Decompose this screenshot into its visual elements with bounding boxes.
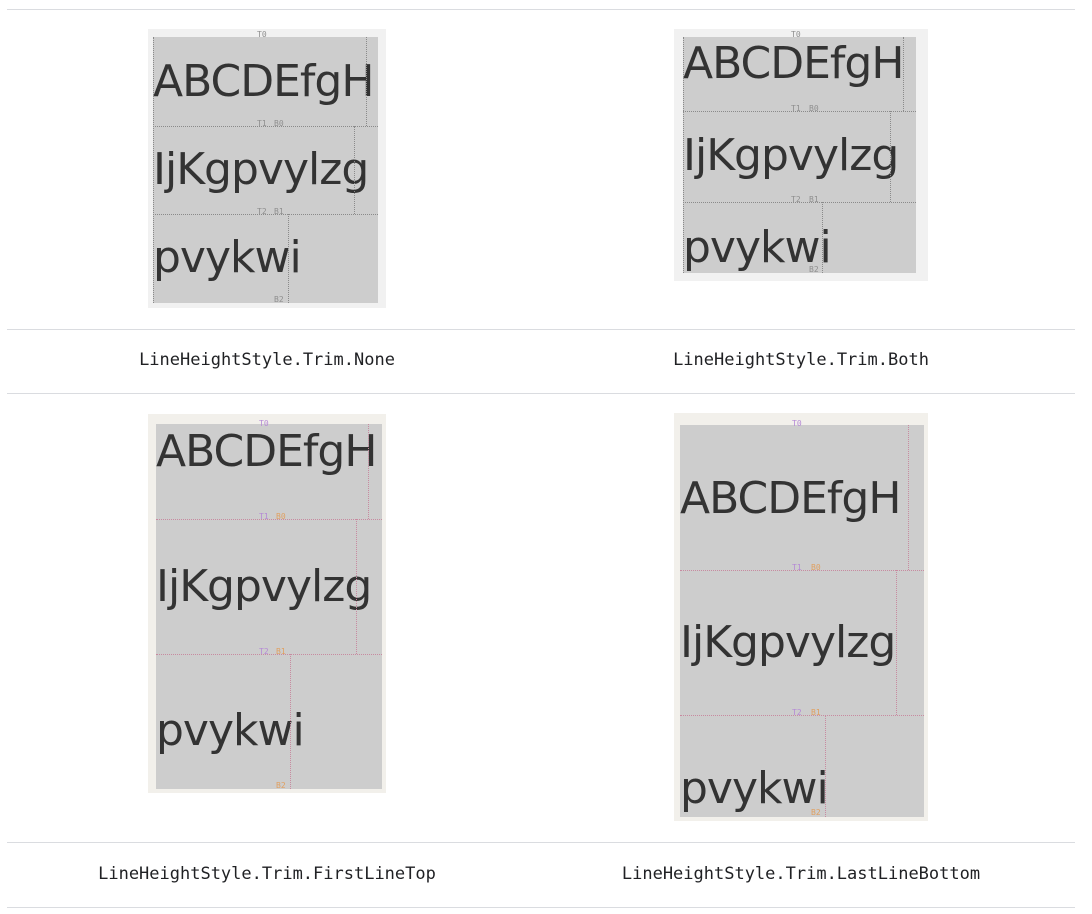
marker-t0: T0 <box>259 419 269 428</box>
line-3-end-guide <box>822 202 823 273</box>
marker-b0: B0 <box>274 119 284 128</box>
marker-t2: T2 <box>791 195 801 204</box>
baseline-guide-2 <box>680 715 924 716</box>
marker-t2: T2 <box>792 708 802 717</box>
marker-t1: T1 <box>259 512 269 521</box>
marker-t0: T0 <box>257 30 267 39</box>
row2-divider <box>7 842 1075 843</box>
line-2-end-guide <box>356 519 357 654</box>
marker-b0: B0 <box>276 512 286 521</box>
marker-b2: B2 <box>811 808 821 817</box>
baseline-guide-1 <box>156 519 382 520</box>
line-2-end-guide <box>354 126 355 214</box>
line-1-end-guide <box>903 37 904 111</box>
line-2-text: IjKgpvylzg <box>153 144 369 195</box>
line-1-end-guide <box>908 425 909 570</box>
marker-t0: T0 <box>792 419 802 428</box>
line-1-text: ABCDEfgH <box>680 473 901 524</box>
text-block: ABCDEfgH IjKgpvylzg pvykwi T0 T1 B0 T2 B… <box>156 420 382 790</box>
line-2-end-guide <box>896 570 897 715</box>
figure-trim-both: ABCDEfgH IjKgpvylzg pvykwi T0 T1 B0 T2 B… <box>674 29 928 281</box>
baseline-guide-1 <box>153 126 378 127</box>
marker-b0: B0 <box>809 104 819 113</box>
left-edge-guide <box>153 37 154 303</box>
table-bottom-rule <box>7 907 1075 908</box>
baseline-guide-1 <box>680 570 924 571</box>
marker-b1: B1 <box>809 195 819 204</box>
line-2-text: IjKgpvylzg <box>680 617 896 668</box>
line-2-text: IjKgpvylzg <box>683 130 899 181</box>
marker-t2: T2 <box>257 207 267 216</box>
text-block: ABCDEfgH IjKgpvylzg pvykwi T0 T1 B0 T2 B… <box>680 420 924 817</box>
marker-b2: B2 <box>276 781 286 790</box>
line-1-end-guide <box>366 37 367 126</box>
line-3-text: pvykwi <box>683 222 832 273</box>
line-3-end-guide <box>825 715 826 817</box>
baseline-guide-1 <box>683 111 916 112</box>
marker-t1: T1 <box>257 119 267 128</box>
line-1-text: ABCDEfgH <box>156 426 377 477</box>
table-top-rule <box>7 9 1075 10</box>
marker-b2: B2 <box>274 295 284 304</box>
marker-b1: B1 <box>811 708 821 717</box>
text-block: ABCDEfgH IjKgpvylzg pvykwi T0 T1 B0 T2 B… <box>153 31 378 304</box>
baseline-guide-2 <box>683 202 916 203</box>
line-2-end-guide <box>890 111 891 202</box>
marker-b0: B0 <box>811 563 821 572</box>
marker-b1: B1 <box>276 647 286 656</box>
marker-b2: B2 <box>809 265 819 274</box>
line-2-text: IjKgpvylzg <box>156 561 372 612</box>
caption1-divider <box>7 393 1075 394</box>
marker-b1: B1 <box>274 207 284 216</box>
caption-trim-none: LineHeightStyle.Trim.None <box>139 350 395 370</box>
line-1-text: ABCDEfgH <box>153 56 374 107</box>
marker-t1: T1 <box>791 104 801 113</box>
figure-trim-none: ABCDEfgH IjKgpvylzg pvykwi T0 T1 B0 T2 B… <box>148 29 386 308</box>
marker-t2: T2 <box>259 647 269 656</box>
line-1-text: ABCDEfgH <box>683 38 904 89</box>
baseline-guide-2 <box>156 654 382 655</box>
figure-trim-last-line-bottom: ABCDEfgH IjKgpvylzg pvykwi T0 T1 B0 T2 B… <box>674 413 928 821</box>
line-3-text: pvykwi <box>153 232 302 283</box>
line-3-text: pvykwi <box>680 763 829 814</box>
left-edge-guide <box>683 37 684 273</box>
row1-divider <box>7 329 1075 330</box>
line-3-text: pvykwi <box>156 705 305 756</box>
marker-t1: T1 <box>792 563 802 572</box>
line-1-end-guide <box>368 424 369 519</box>
caption-trim-first-line-top: LineHeightStyle.Trim.FirstLineTop <box>98 864 436 884</box>
figure-trim-first-line-top: ABCDEfgH IjKgpvylzg pvykwi T0 T1 B0 T2 B… <box>148 414 386 793</box>
caption-trim-both: LineHeightStyle.Trim.Both <box>673 350 929 370</box>
line-3-end-guide <box>288 214 289 303</box>
baseline-guide-2 <box>153 214 378 215</box>
marker-t0: T0 <box>791 30 801 39</box>
line-3-end-guide <box>290 654 291 789</box>
text-block: ABCDEfgH IjKgpvylzg pvykwi T0 T1 B0 T2 B… <box>683 31 916 274</box>
caption-trim-last-line-bottom: LineHeightStyle.Trim.LastLineBottom <box>621 864 981 884</box>
